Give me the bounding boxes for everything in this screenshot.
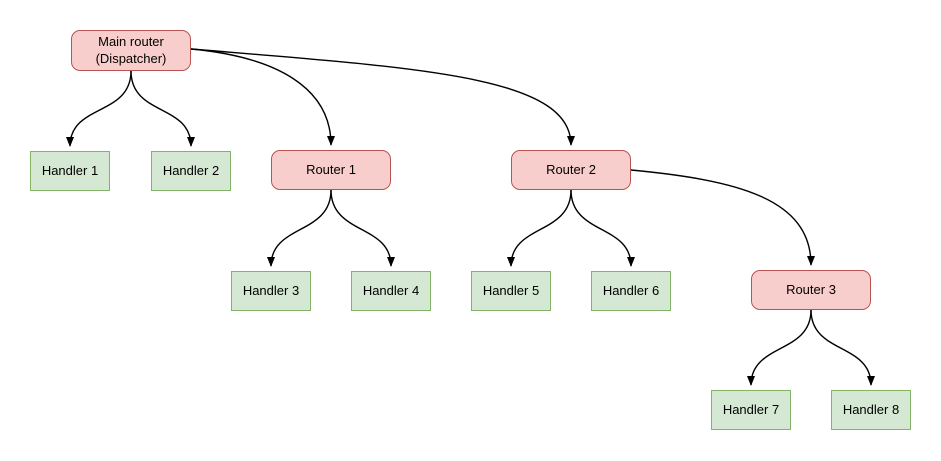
node-handler-3: Handler 3 xyxy=(231,271,311,311)
node-main-router-dispatcher: Main router (Dispatcher) xyxy=(71,30,191,71)
edge-router2-to-handler6 xyxy=(570,189,635,267)
edge-main-to-router1 xyxy=(190,48,335,146)
node-handler-4: Handler 4 xyxy=(351,271,431,311)
edge-router2-to-handler5 xyxy=(507,189,572,267)
node-router-2: Router 2 xyxy=(511,150,631,190)
node-handler-1: Handler 1 xyxy=(30,151,110,191)
node-router-1: Router 1 xyxy=(271,150,391,190)
edge-router1-to-handler4 xyxy=(330,189,395,267)
edge-main-to-handler2 xyxy=(130,70,195,147)
edge-router3-to-handler8 xyxy=(810,309,875,386)
edge-main-to-handler1 xyxy=(66,70,132,147)
edge-router2-to-router3 xyxy=(630,169,815,266)
node-handler-5: Handler 5 xyxy=(471,271,551,311)
edge-router3-to-handler7 xyxy=(747,309,812,386)
node-handler-7: Handler 7 xyxy=(711,390,791,430)
node-handler-8: Handler 8 xyxy=(831,390,911,430)
edge-main-to-router2 xyxy=(190,48,575,146)
edge-router1-to-handler3 xyxy=(267,189,332,267)
node-handler-6: Handler 6 xyxy=(591,271,671,311)
node-router-3: Router 3 xyxy=(751,270,871,310)
node-handler-2: Handler 2 xyxy=(151,151,231,191)
